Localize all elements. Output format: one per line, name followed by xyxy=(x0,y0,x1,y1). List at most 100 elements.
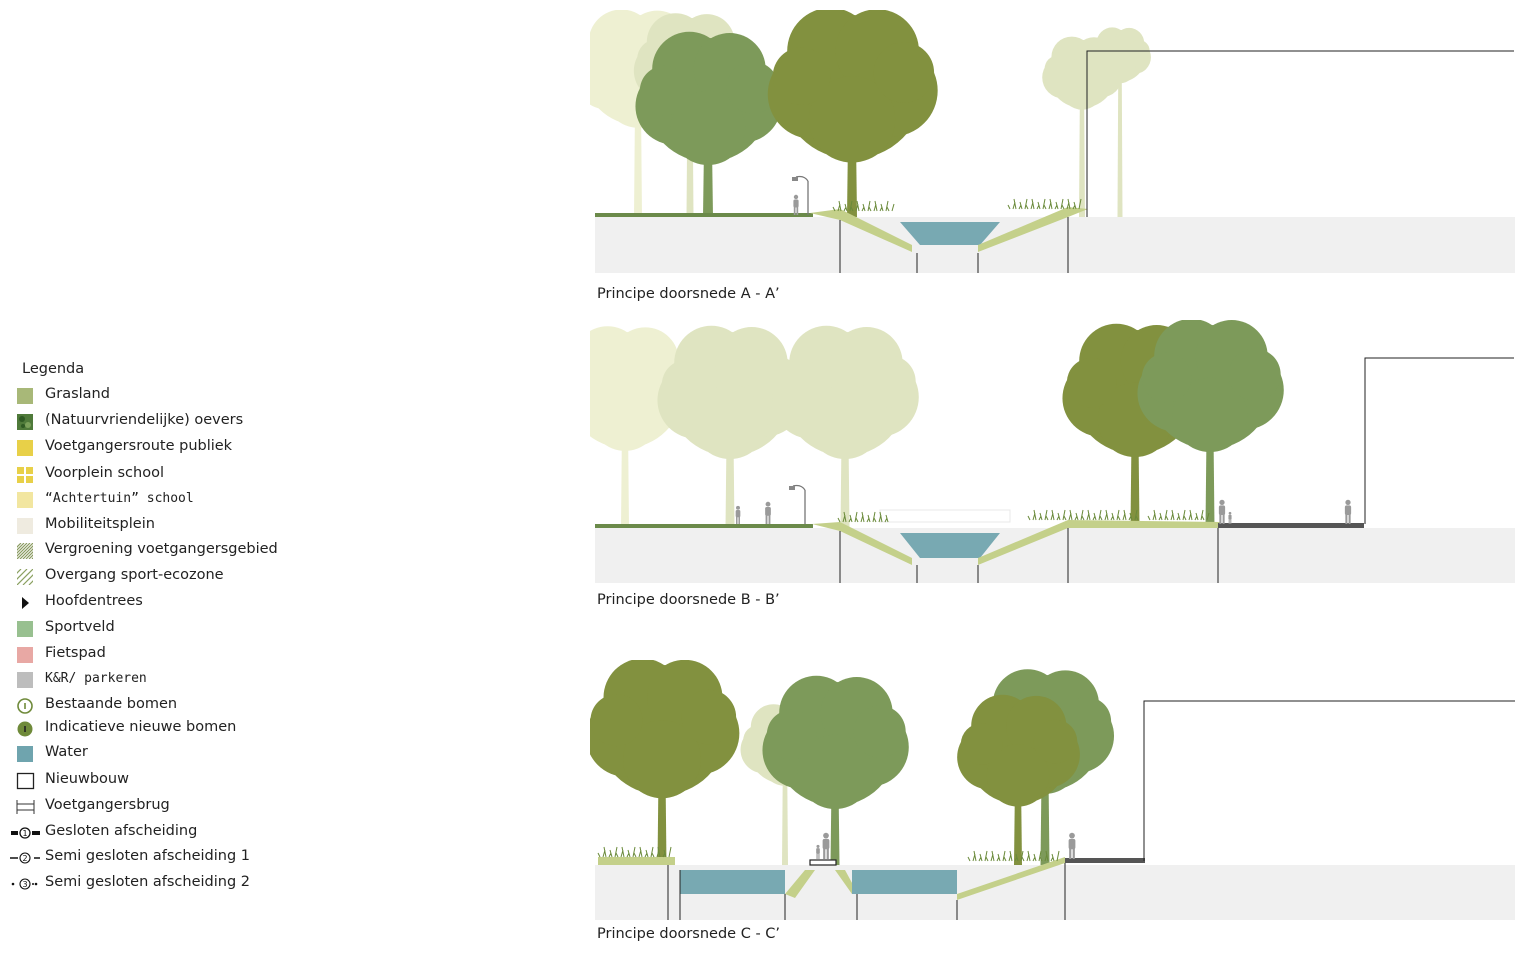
legend-item-label: Voetgangersbrug xyxy=(45,797,170,813)
canal-water xyxy=(900,222,1000,245)
person-body xyxy=(1218,505,1226,515)
paving xyxy=(1065,858,1145,863)
tree-trunk xyxy=(1079,74,1085,217)
grass-tuft xyxy=(1027,509,1139,521)
tree-crown xyxy=(670,90,746,166)
fence-closed-icon: 1 xyxy=(11,824,40,842)
tree-crown xyxy=(590,39,622,84)
person-body xyxy=(822,838,830,850)
lamp-arm xyxy=(792,484,806,491)
section-a-caption: Principe doorsnede A - A’ xyxy=(597,286,780,302)
person-leg xyxy=(818,853,820,859)
legend-item: K&R/ parkeren xyxy=(8,669,528,691)
legend-item-label: Vergroening voetgangersgebied xyxy=(45,541,278,557)
legend-item-label: Nieuwbouw xyxy=(45,771,129,787)
person-leg xyxy=(816,853,818,859)
legend-item: Water xyxy=(8,743,528,765)
legend-item-label: (Natuurvriendelijke) oevers xyxy=(45,412,244,428)
grass-tuft xyxy=(832,200,895,212)
mobiliteitsplein-swatch-icon xyxy=(14,517,38,535)
legend-item-label: Bestaande bomen xyxy=(45,696,178,712)
legend-item-label: Voetgangersroute publiek xyxy=(45,438,233,454)
svg-text:2: 2 xyxy=(22,854,27,863)
tree xyxy=(772,325,919,528)
canal-water xyxy=(852,870,957,894)
person-leg xyxy=(1348,514,1351,524)
tree-crown xyxy=(772,47,831,105)
person-leg xyxy=(1219,514,1222,524)
tree-crown xyxy=(1172,377,1248,453)
fence-semi1-icon: 2 xyxy=(10,849,40,867)
svg-text:1: 1 xyxy=(22,829,27,838)
tree-crown xyxy=(863,355,916,408)
tree xyxy=(957,694,1080,865)
tree-crown xyxy=(639,65,690,116)
canal-bank xyxy=(978,520,1220,565)
bridge-icon xyxy=(14,798,38,816)
canal-bank xyxy=(785,870,815,898)
tree xyxy=(590,660,740,865)
person-head xyxy=(1345,499,1351,506)
person-head xyxy=(736,505,740,510)
tree-crown xyxy=(797,734,873,810)
tree-crown xyxy=(1228,348,1281,401)
person-body xyxy=(735,510,741,518)
person-body xyxy=(793,199,799,208)
section-c: Principe doorsnede C - C’ xyxy=(590,660,1520,950)
person-leg xyxy=(736,516,738,524)
tree-crown xyxy=(590,358,608,404)
section-b-drawing xyxy=(590,320,1515,583)
person-body xyxy=(816,848,820,854)
grass-tuft xyxy=(1147,509,1210,521)
person-body xyxy=(1228,514,1232,520)
dense-hatch-icon xyxy=(14,542,38,560)
tree xyxy=(635,31,782,217)
person-head xyxy=(1219,499,1225,506)
legend-item: Indicatieve nieuwe bomen xyxy=(8,718,528,740)
ground xyxy=(595,217,1515,273)
sparse-hatch-icon xyxy=(14,568,38,586)
person-body xyxy=(1344,505,1352,515)
legend-item: Mobiliteitsplein xyxy=(8,515,528,537)
section-b-caption: Principe doorsnede B - B’ xyxy=(597,592,780,608)
legend: Legenda Grasland(Natuurvriendelijke) oev… xyxy=(0,0,560,953)
triangle-arrow-icon xyxy=(14,594,38,612)
person-leg xyxy=(765,515,768,524)
person-body xyxy=(1068,838,1076,850)
building-outline xyxy=(1086,50,1514,217)
canal-bank xyxy=(978,207,1088,252)
legend-item: Vergroening voetgangersgebied xyxy=(8,540,528,562)
canal-water xyxy=(900,533,1000,558)
new-tree-icon xyxy=(14,720,38,738)
person-leg xyxy=(1069,848,1072,859)
person-head xyxy=(1069,832,1075,839)
lamp-head xyxy=(792,177,798,181)
oevers-swatch-icon xyxy=(14,413,38,431)
legend-item-label: “Achtertuin” school xyxy=(45,491,194,506)
person-head xyxy=(765,501,771,507)
tree-crown xyxy=(681,689,737,745)
legend-item-label: Indicatieve nieuwe bomen xyxy=(45,719,237,735)
grass-tuft xyxy=(837,511,889,523)
tree-crown xyxy=(590,694,643,747)
legend-item-label: Hoofdentrees xyxy=(45,593,143,609)
person-head xyxy=(816,844,820,848)
ground xyxy=(595,528,1515,583)
grass-tuft xyxy=(967,850,1060,862)
section-c-caption: Principe doorsnede C - C’ xyxy=(597,926,781,942)
tree-trunk xyxy=(1117,56,1123,217)
voorplein-grid-icon xyxy=(14,466,38,484)
tree-crown xyxy=(1033,719,1078,764)
person-head xyxy=(1228,511,1232,515)
tree xyxy=(762,675,909,865)
section-b: Principe doorsnede B - B’ xyxy=(590,320,1520,615)
tree-crown xyxy=(873,42,935,103)
grass-strip xyxy=(595,524,813,528)
tree-crown xyxy=(1091,41,1113,63)
tree-crown xyxy=(807,384,883,460)
tree xyxy=(767,10,938,217)
existing-tree-icon xyxy=(14,697,38,715)
tree-crown xyxy=(766,709,817,760)
canal-bank xyxy=(812,522,912,565)
